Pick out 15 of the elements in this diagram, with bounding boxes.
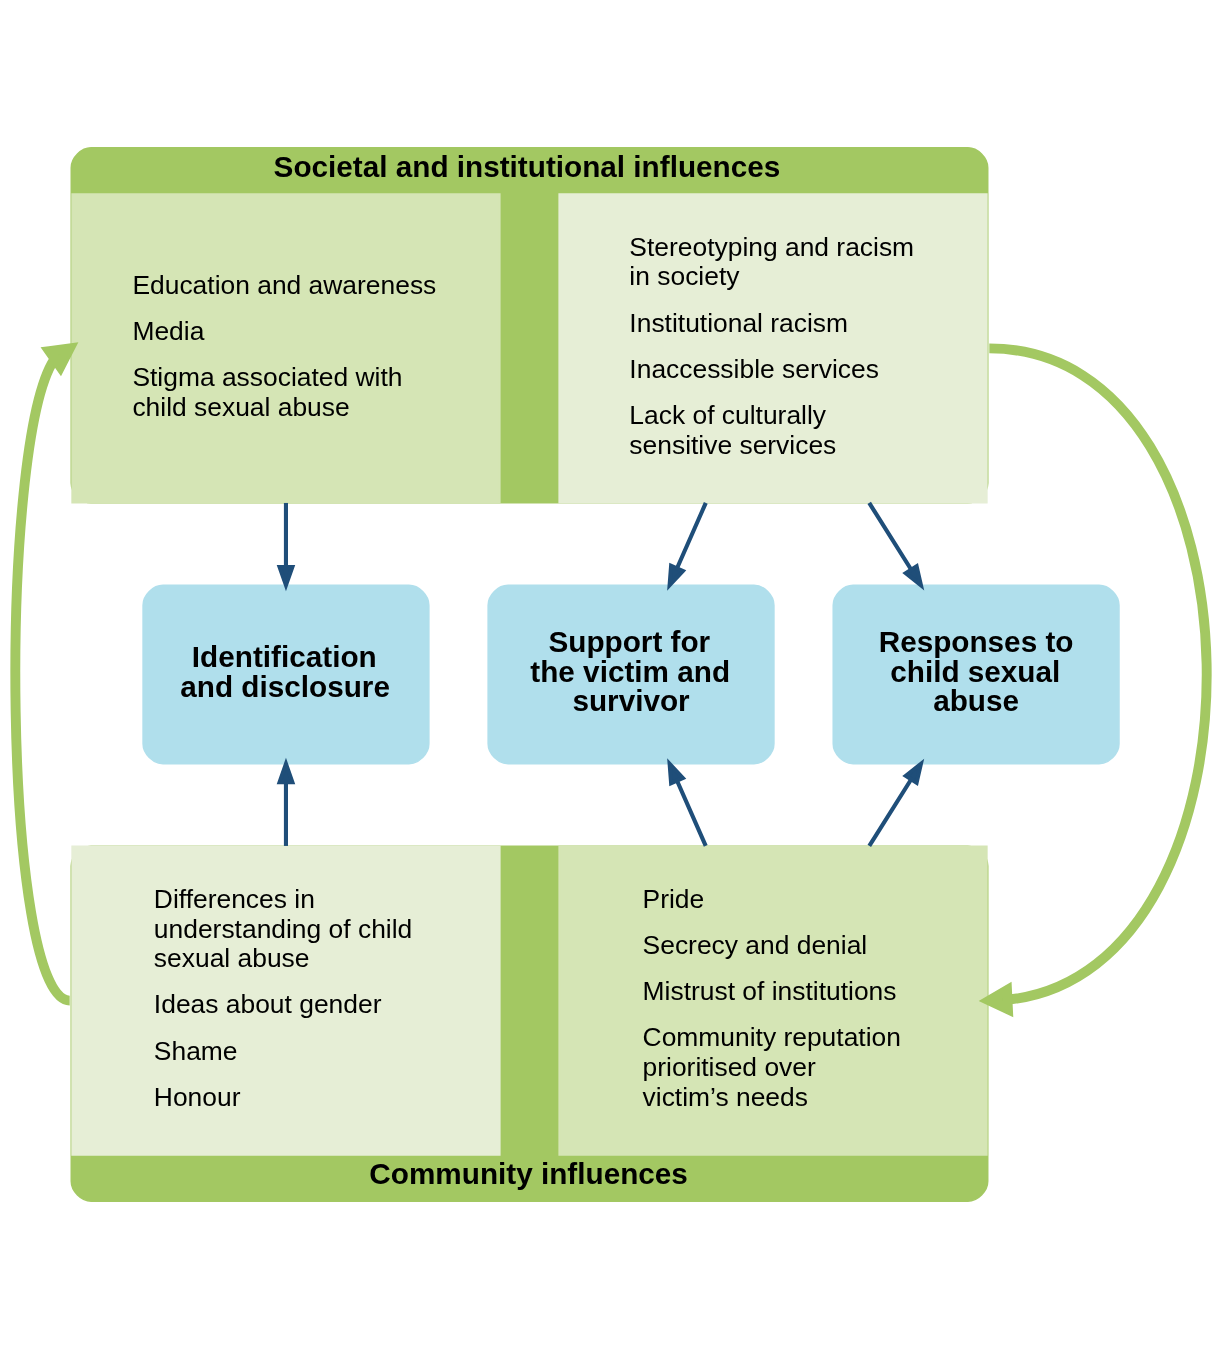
node-box: Education and awareness Media Stigma associated with child sexual abuse <box>71 192 501 504</box>
arrow <box>667 501 708 591</box>
arrow <box>867 501 925 590</box>
arrow <box>10 341 79 1005</box>
arrow <box>867 758 925 847</box>
arrow <box>276 757 296 846</box>
arrow <box>978 343 1212 1017</box>
node-box: Responses to child sexual abuse <box>832 584 1120 764</box>
node-box: Differences in understanding of child sexual abuse Ideas about gender Shame Honour <box>71 844 501 1156</box>
node-box: Support for the victim and survivor <box>487 584 775 764</box>
node-box: Identification and disclosure <box>142 584 430 764</box>
arrow <box>276 502 296 591</box>
node-box: Pride Secrecy and denial Mistrust of institutions Community reputation prioritised over victim’s needs <box>558 844 988 1156</box>
node-box: Stereotyping and racism in society Institutional racism Inaccessible services Lack of culturally sensitive services <box>558 192 988 504</box>
arrow <box>667 757 708 847</box>
